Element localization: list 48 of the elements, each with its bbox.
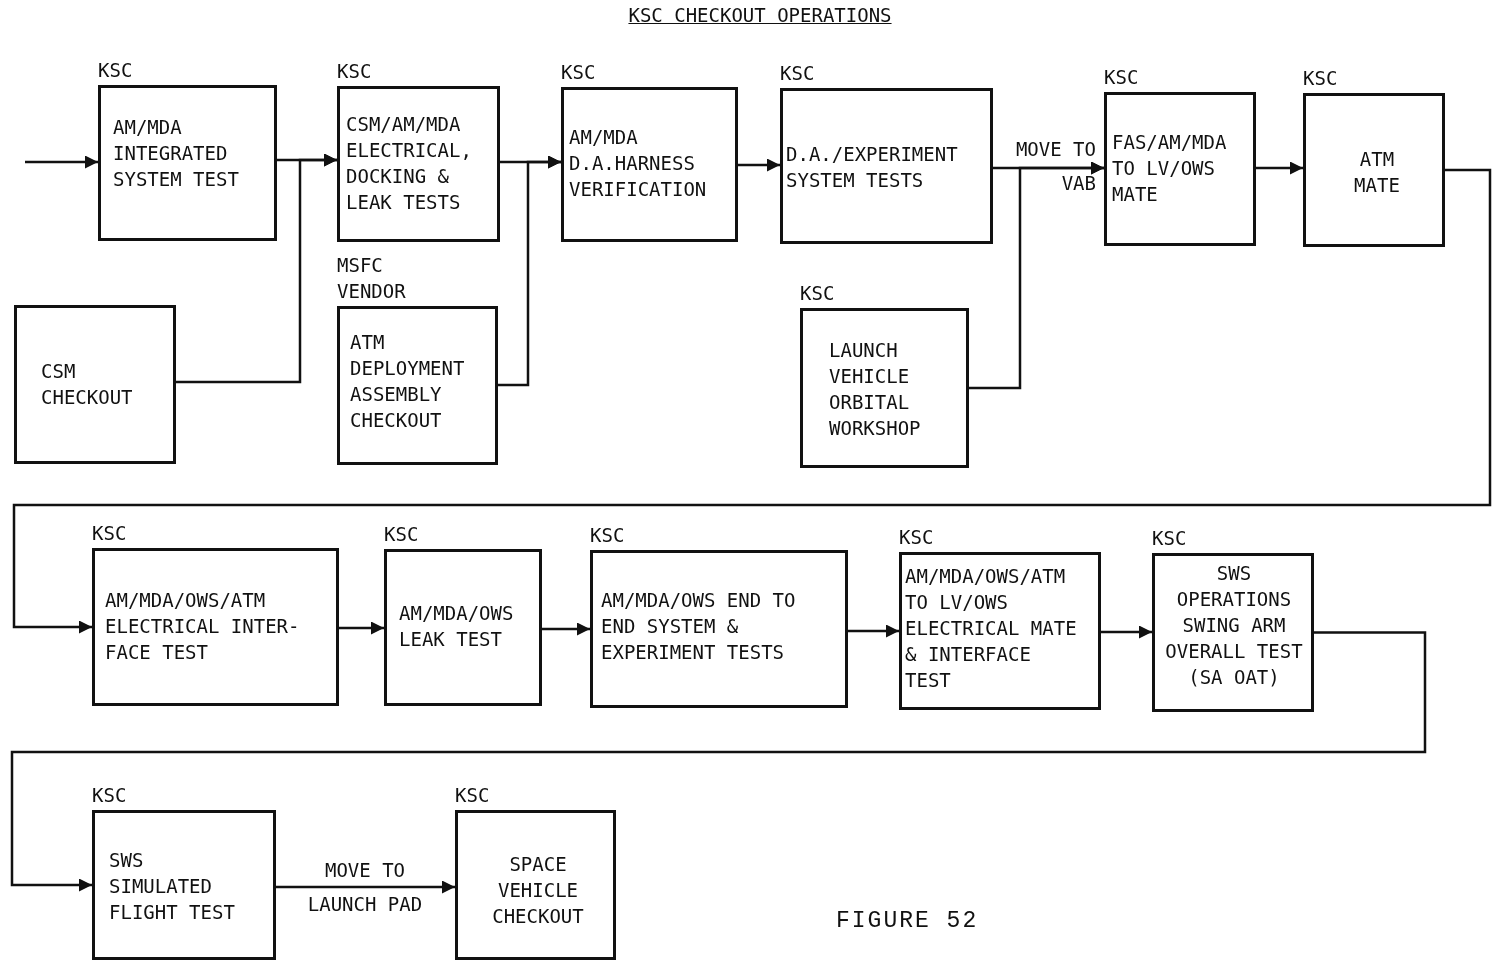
location-label: KSC [98, 58, 133, 83]
step-text: AM/MDA/OWS/ATM ELECTRICAL INTER- FACE TEST [105, 588, 301, 665]
step-text: ATM MATE [1353, 147, 1401, 198]
location-label: KSC [1104, 65, 1139, 90]
arrow [276, 880, 455, 894]
location-label: KSC [780, 61, 815, 86]
location-label: KSC [337, 59, 372, 84]
step-text: SPACE VEHICLE CHECKOUT [491, 852, 585, 929]
location-label: KSC [92, 521, 127, 546]
arrow [12, 168, 1492, 634]
arrow [339, 621, 384, 635]
location-label: KSC [384, 522, 419, 547]
location-label: KSC [1152, 526, 1187, 551]
arrow [498, 155, 561, 387]
location-label: KSC [899, 525, 934, 550]
location-label: KSC [590, 523, 625, 548]
step-text: CSM/AM/MDA ELECTRICAL, DOCKING & LEAK TESTS [346, 112, 473, 215]
location-label: KSC [92, 783, 127, 808]
location-label: KSC [455, 783, 490, 808]
step-text: ATM DEPLOYMENT ASSEMBLY CHECKOUT [350, 330, 466, 433]
step-text: SWS OPERATIONS SWING ARM OVERALL TEST (SA OAT) [1164, 561, 1304, 690]
arrow [25, 155, 98, 169]
arrow [848, 624, 899, 638]
location-label: KSC [561, 60, 596, 85]
step-text: LAUNCH VEHICLE ORBITAL WORKSHOP [829, 338, 922, 441]
edge-label: MOVE TO VAB [1014, 137, 1096, 196]
arrow [176, 153, 337, 384]
arrow [969, 161, 1104, 390]
step-text: AM/MDA D.A.HARNESS VERIFICATION [569, 125, 708, 202]
location-label: KSC [800, 281, 835, 306]
location-label: KSC [1303, 66, 1338, 91]
arrow [738, 158, 780, 172]
arrow [542, 622, 590, 636]
step-text: AM/MDA/OWS/ATM TO LV/OWS ELECTRICAL MATE & INTERFACE TEST [905, 564, 1077, 693]
arrow [10, 631, 1427, 892]
step-text: D.A./EXPERIMENT SYSTEM TESTS [786, 142, 959, 193]
step-text: CSM CHECKOUT [41, 359, 134, 410]
figure-caption: FIGURE 52 [836, 908, 979, 934]
step-text: AM/MDA INTEGRATED SYSTEM TEST [113, 115, 240, 192]
arrow [1256, 161, 1303, 175]
step-text: FAS/AM/MDA TO LV/OWS MATE [1112, 130, 1228, 207]
step-text: SWS SIMULATED FLIGHT TEST [109, 848, 236, 925]
step-text: AM/MDA/OWS LEAK TEST [399, 601, 515, 652]
diagram-title: KSC CHECKOUT OPERATIONS [628, 4, 892, 26]
arrow [1101, 625, 1152, 639]
location-label: MSFC VENDOR [337, 253, 407, 304]
step-text: AM/MDA/OWS END TO END SYSTEM & EXPERIMENT TESTS [601, 588, 797, 665]
edge-label: MOVE TO LAUNCH PAD [306, 858, 424, 917]
